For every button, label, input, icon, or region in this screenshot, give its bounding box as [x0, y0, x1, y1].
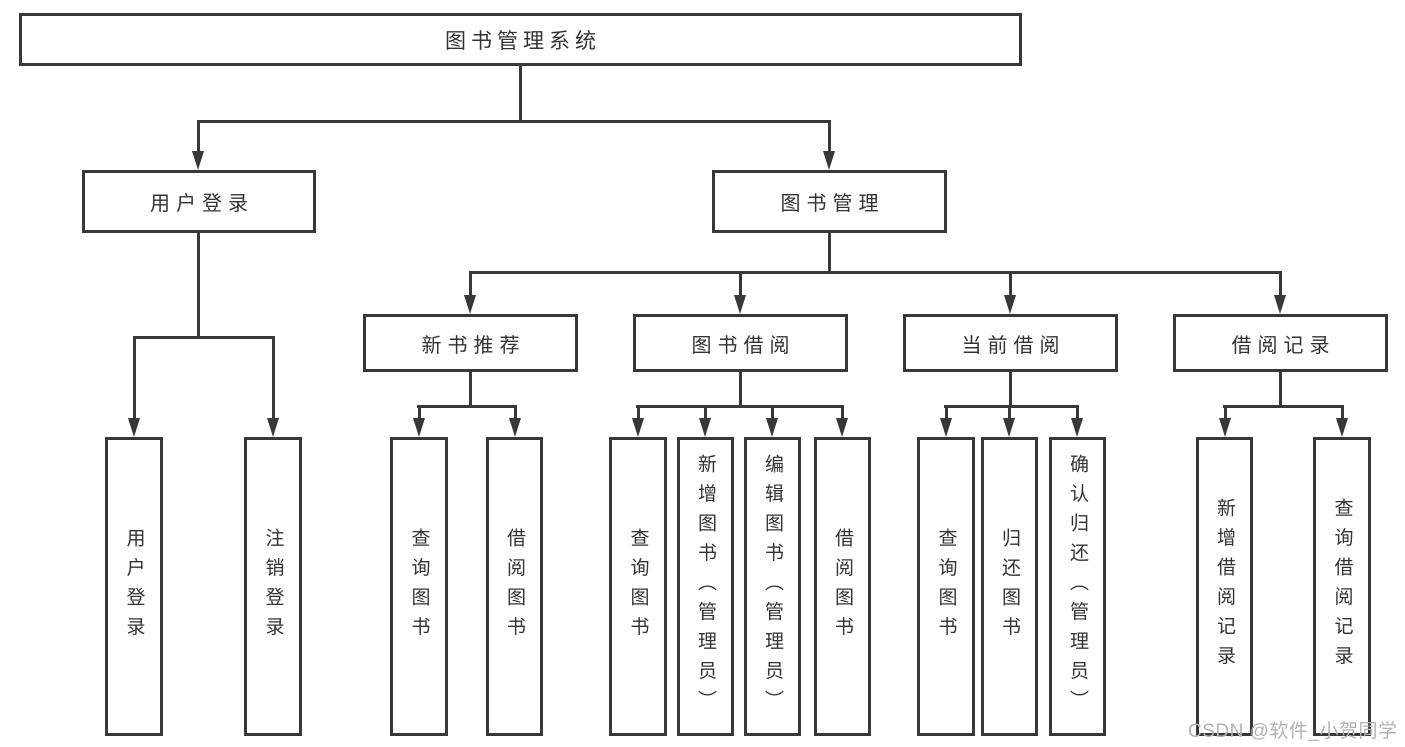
arrow-down-icon: [1003, 418, 1015, 437]
arrow-down-icon: [267, 418, 279, 437]
connector-line: [944, 405, 1079, 408]
connector-line: [1341, 405, 1344, 420]
node-add-book-admin: 新增图书（管理员）: [677, 437, 734, 736]
node-query-books: 查询图书: [390, 437, 448, 736]
node-borrow-records: 借阅记录: [1173, 314, 1388, 372]
csdn-watermark: CSDN @软件_小贺同学: [1188, 721, 1398, 742]
node-label: 注销登录: [262, 527, 284, 646]
node-label: 查询图书: [408, 527, 430, 646]
node-label: 借阅图书: [832, 527, 853, 646]
connector-line: [1008, 405, 1011, 420]
node-label: 确认归还（管理员）: [1067, 453, 1088, 720]
node-add-borrow-record: 新增借阅记录: [1196, 437, 1253, 736]
arrow-down-icon: [1336, 418, 1348, 437]
node-label: 用户登录: [123, 527, 145, 646]
connector-line: [945, 405, 948, 420]
arrow-down-icon: [509, 418, 521, 437]
node-label: 查询借阅记录: [1331, 498, 1353, 675]
connector-line: [828, 233, 831, 274]
connector-line: [1224, 405, 1227, 420]
node-return-book: 归还图书: [981, 437, 1038, 736]
node-query-borrow-record: 查询借阅记录: [1313, 437, 1371, 736]
arrow-down-icon: [1071, 418, 1083, 437]
connector-line: [417, 405, 517, 408]
node-book-management: 图书管理: [712, 170, 947, 233]
node-edit-book-admin: 编辑图书（管理员）: [744, 437, 801, 736]
connector-line: [197, 120, 200, 153]
node-borrow-book: 借阅图书: [814, 437, 871, 736]
node-label: 编辑图书（管理员）: [762, 453, 783, 720]
node-label: 查询图书: [627, 527, 649, 646]
node-label: 借阅图书: [504, 527, 525, 646]
connector-line: [514, 405, 517, 420]
node-label: 新增图书（管理员）: [695, 453, 716, 720]
node-label: 图书借阅: [691, 334, 796, 357]
node-label: 新书推荐: [421, 334, 526, 357]
node-confirm-return-admin: 确认归还（管理员）: [1049, 437, 1106, 736]
connector-line: [1279, 271, 1282, 297]
connector-line: [133, 336, 275, 339]
connector-line: [828, 120, 831, 153]
connector-line: [519, 66, 522, 122]
node-query-books: 查询图书: [917, 437, 975, 736]
node-borrow-book: 借阅图书: [486, 437, 543, 736]
node-root-library-system: 图书管理系统: [19, 13, 1022, 66]
arrow-down-icon: [1004, 295, 1016, 314]
connector-line: [637, 405, 640, 420]
connector-line: [739, 271, 742, 297]
connector-line: [418, 405, 421, 420]
node-logout: 注销登录: [244, 437, 302, 736]
node-user-login-leaf: 用户登录: [105, 437, 163, 736]
connector-line: [272, 336, 275, 420]
arrow-down-icon: [836, 418, 848, 437]
connector-line: [1009, 271, 1012, 297]
connector-line: [1076, 405, 1079, 420]
node-label: 借阅记录: [1231, 334, 1336, 357]
arrow-down-icon: [192, 151, 204, 170]
node-user-login: 用户登录: [82, 170, 316, 233]
connector-line: [469, 372, 472, 408]
node-new-book-recommend: 新书推荐: [363, 314, 578, 372]
arrow-down-icon: [734, 295, 746, 314]
arrow-down-icon: [940, 418, 952, 437]
connector-line: [1279, 372, 1282, 408]
node-current-borrowing: 当前借阅: [903, 314, 1118, 372]
connector-line: [1009, 372, 1012, 408]
node-label: 新增借阅记录: [1214, 498, 1235, 675]
connector-line: [739, 372, 742, 408]
connector-line: [197, 233, 200, 339]
node-query-books: 查询图书: [609, 437, 667, 736]
node-label: 用户登录: [150, 193, 254, 215]
arrow-down-icon: [766, 418, 778, 437]
arrow-down-icon: [823, 151, 835, 170]
connector-line: [636, 405, 844, 408]
node-label: 图书管理系统: [445, 29, 601, 53]
connector-line: [841, 405, 844, 420]
arrow-down-icon: [1274, 295, 1286, 314]
connector-line: [469, 271, 1282, 274]
connector-line: [469, 271, 472, 297]
arrow-down-icon: [464, 295, 476, 314]
arrow-down-icon: [413, 418, 425, 437]
arrow-down-icon: [632, 418, 644, 437]
connector-line: [704, 405, 707, 420]
node-label: 查询图书: [935, 527, 957, 646]
arrow-down-icon: [1219, 418, 1231, 437]
connector-line: [1223, 405, 1343, 408]
arrow-down-icon: [699, 418, 711, 437]
node-label: 图书管理: [780, 193, 885, 215]
connector-line: [133, 336, 136, 420]
connector-line: [197, 120, 831, 123]
node-label: 归还图书: [999, 527, 1020, 646]
connector-line: [771, 405, 774, 420]
node-label: 当前借阅: [961, 334, 1066, 357]
node-book-borrowing: 图书借阅: [633, 314, 848, 372]
arrow-down-icon: [128, 418, 140, 437]
